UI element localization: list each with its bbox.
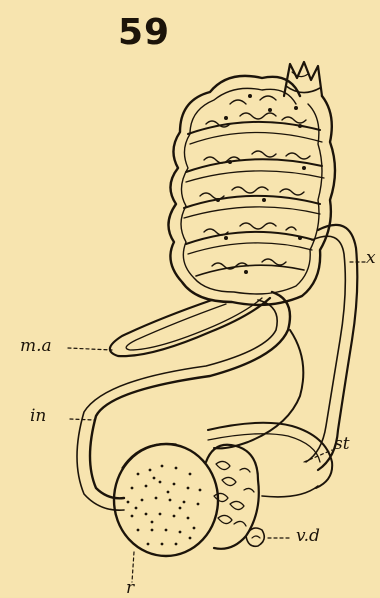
label-ma: m.a: [20, 338, 52, 355]
label-st: st: [334, 436, 350, 453]
round-gland: [114, 444, 218, 557]
textured-lobe: [206, 445, 259, 549]
vd-knot: [246, 528, 264, 546]
ma-loop: [110, 298, 270, 356]
crown-tip: [284, 62, 322, 96]
label-x: x: [366, 250, 376, 267]
coiled-organ: [168, 76, 335, 305]
label-in: in: [30, 408, 46, 425]
label-r: r: [126, 580, 134, 597]
leader-lines: [68, 262, 368, 582]
label-vd: v.d: [296, 528, 320, 545]
stomach-loop: [208, 330, 332, 497]
gland-stipple: [127, 465, 202, 546]
